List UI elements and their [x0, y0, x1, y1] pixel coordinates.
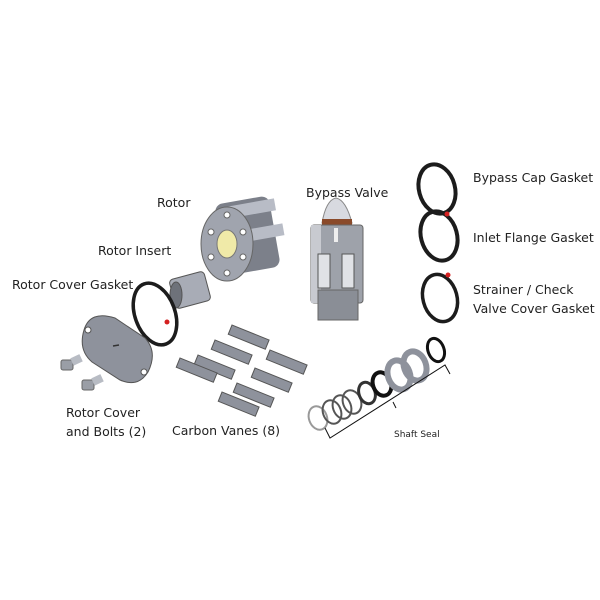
carbon-vane [227, 324, 270, 350]
strainer-gasket [420, 272, 460, 324]
carbon-vanes [175, 324, 308, 417]
carbon-vane [210, 339, 253, 365]
carbon-vane [265, 349, 308, 375]
bolts [60, 354, 104, 391]
label-strainer-line1: Strainer / Check [473, 282, 574, 297]
label-rotor-insert: Rotor Insert [98, 243, 172, 258]
label-inlet-flange-gasket: Inlet Flange Gasket [473, 230, 594, 245]
seal-ring [400, 348, 430, 384]
carbon-vane [232, 382, 275, 408]
label-bypass-cap-gasket: Bypass Cap Gasket [473, 170, 594, 185]
label-rotor: Rotor [157, 195, 191, 210]
seal-ring [425, 336, 447, 364]
label-carbon-vanes: Carbon Vanes (8) [172, 423, 281, 438]
label-shaft-seal: Shaft Seal [394, 430, 440, 440]
label-rotor-cover-line2: and Bolts (2) [66, 424, 147, 439]
seal-ring [331, 394, 353, 420]
seal-ring [307, 405, 329, 431]
rotor-cover-gasket [131, 281, 179, 347]
carbon-vane [175, 357, 218, 383]
label-rotor-cover-line1: Rotor Cover [66, 405, 141, 420]
inlet-flange-gasket [418, 209, 460, 263]
seal-ring [321, 399, 343, 425]
seal-ring [384, 357, 414, 393]
label-strainer-line2: Valve Cover Gasket [473, 301, 595, 316]
rotor-cover [81, 315, 153, 384]
carbon-vane [217, 391, 260, 417]
rotor [200, 196, 285, 282]
bypass-cap-gasket [416, 162, 458, 216]
shaft-seal-bracket-tick [392, 401, 397, 409]
bypass-valve [310, 197, 364, 321]
shaft-seal-bracket [324, 364, 451, 439]
carbon-vane [250, 367, 293, 393]
shaft-seal [307, 336, 447, 431]
rotor-insert [169, 271, 211, 309]
label-rotor-cover-gasket: Rotor Cover Gasket [12, 277, 134, 292]
label-bypass-valve: Bypass Valve [306, 185, 389, 200]
